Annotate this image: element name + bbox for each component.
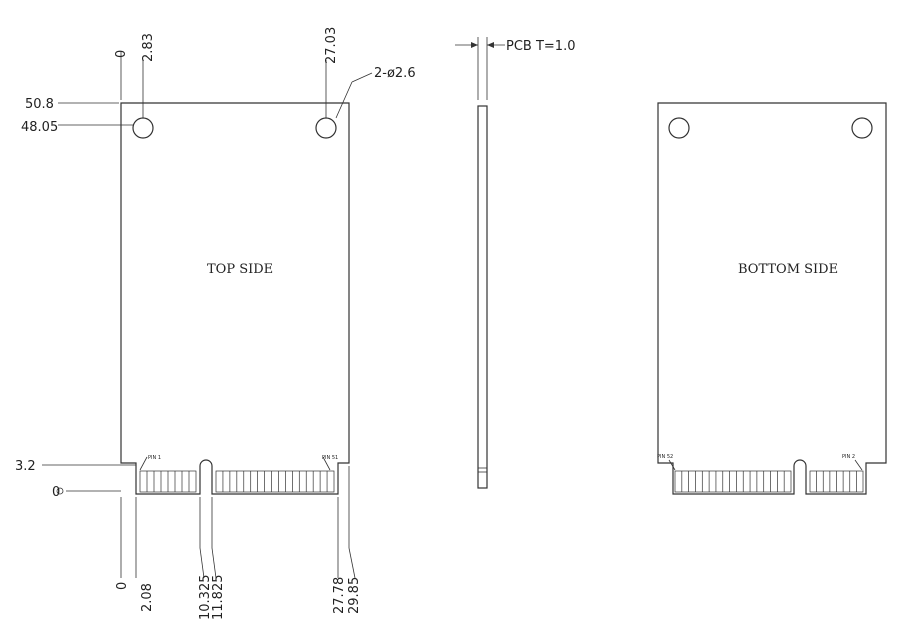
bottom-mounting-hole-right [851,117,873,139]
hole-callout: 2-ø2.6 [374,66,416,81]
bottom-dim-29-85: 29.85 [347,577,362,614]
bottom-pin-left-strip [674,470,792,493]
top-board-outline [120,102,350,495]
top-pin-right-strip [215,470,335,493]
side-view: PCB T=1.0 [455,37,575,489]
left-dim-0: 0 [52,485,60,500]
bottom-contact-pins-left [674,470,792,493]
top-pin-first-label: PIN 1 [148,455,161,461]
bottom-dim-11-825: 11.825 [211,575,226,621]
top-contact-pins-left [139,470,197,493]
top-view: 0 2.83 27.03 2-ø2.6 50.8 48.05 3.2 0 0 2… [15,27,416,620]
top-mounting-hole-left [132,117,154,139]
left-dim-48-05: 48.05 [21,120,58,135]
bottom-dim-0: 0 [115,582,130,590]
top-contact-pins-right [215,470,335,493]
top-mounting-hole-right [315,117,337,139]
bottom-dim-27-78: 27.78 [332,577,347,614]
bottom-dim-10-325: 10.325 [198,575,213,621]
bottom-mounting-hole-left [668,117,690,139]
bottom-contact-pins-right [809,470,864,493]
bottom-pin-last-label: PIN 2 [842,454,855,460]
bottom-pin-first-label: PIN 52 [657,454,673,460]
top-pin-last-label: PIN 51 [322,455,338,461]
top-dim-27-03: 27.03 [324,27,339,64]
bottom-board-outline [657,102,887,495]
left-dim-3-2: 3.2 [15,459,36,474]
pcb-edge-profile [477,105,488,489]
top-dim-0: 0 [114,50,129,58]
top-dimension-lines [42,52,373,579]
left-dim-50-8: 50.8 [25,97,54,112]
bottom-dim-2-08: 2.08 [140,583,155,612]
pcb-thickness-label: PCB T=1.0 [506,39,575,54]
bottom-side-title: BOTTOM SIDE [738,262,838,277]
top-side-title: TOP SIDE [207,262,273,277]
bottom-view: PIN 52 PIN 2 BOTTOM SIDE [657,102,887,495]
top-dim-2-83: 2.83 [141,33,156,62]
